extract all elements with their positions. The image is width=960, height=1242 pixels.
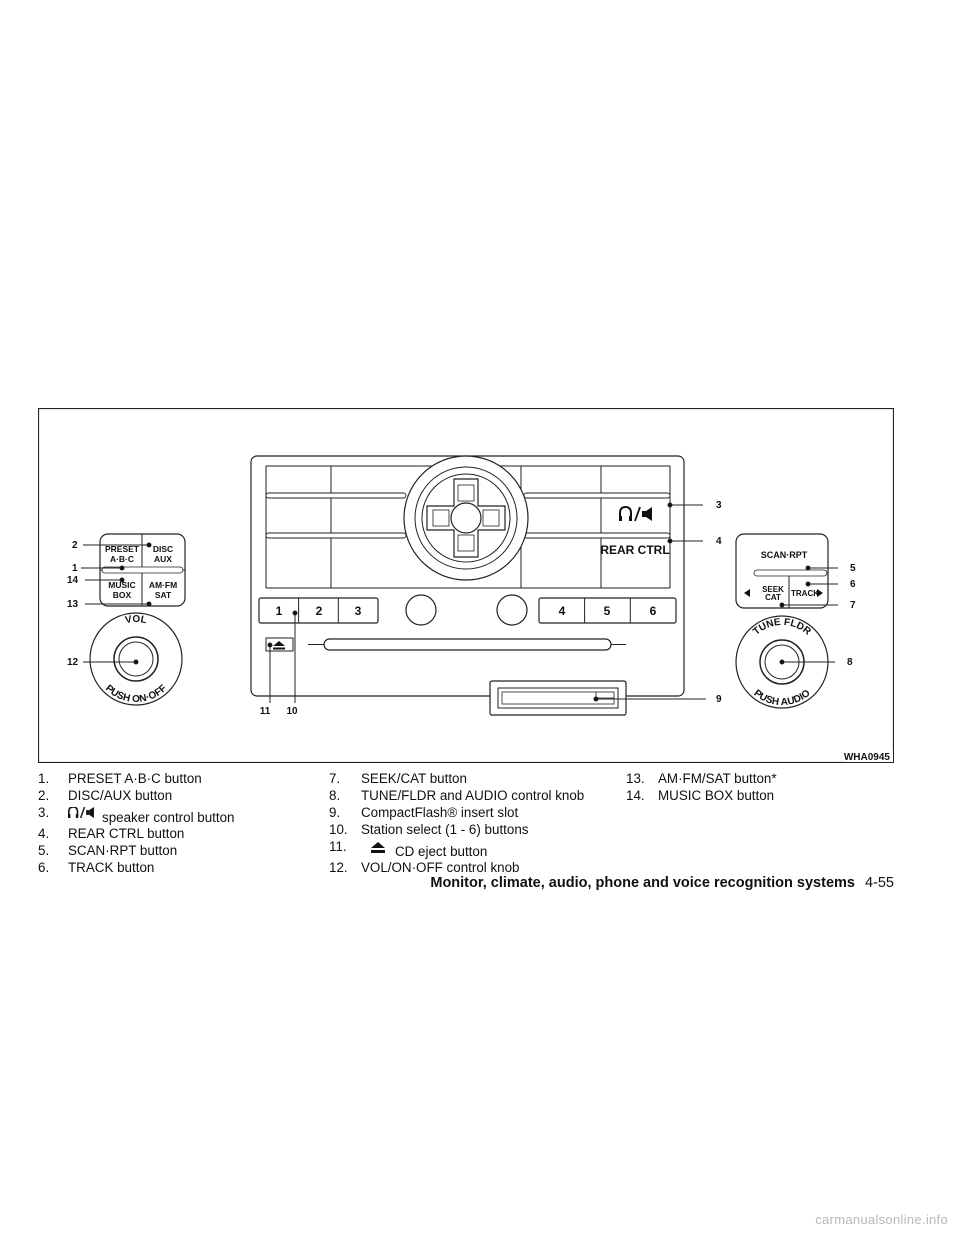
track-right-arrow-icon: [817, 589, 823, 597]
legend-item-1: 1.PRESET A·B·C button: [38, 771, 202, 786]
am-fm-sat-button[interactable]: AM·FM SAT: [149, 580, 177, 600]
svg-text:SAT: SAT: [155, 590, 172, 600]
preset-button-5[interactable]: 5: [604, 604, 611, 618]
headphone-speaker-icon: [619, 505, 652, 522]
preset-button-4[interactable]: 4: [559, 604, 566, 618]
callout-lines: [81, 502, 838, 703]
callout-10: 10: [286, 706, 298, 717]
music-box-button[interactable]: MUSIC BOX: [108, 580, 135, 600]
cd-slot: [308, 638, 626, 651]
round-button-left[interactable]: [405, 594, 437, 626]
svg-text:AUX: AUX: [154, 554, 172, 564]
svg-text:A·B·C: A·B·C: [110, 554, 134, 564]
legend-column-1: 1.PRESET A·B·C button 2.DISC/AUX button …: [38, 770, 235, 876]
svg-text:AM·FM: AM·FM: [149, 580, 177, 590]
audio-unit-diagram: WHA0945 PRESET A·B·C DISC AUX MUSIC BOX …: [38, 408, 894, 763]
callout-1: 1: [72, 563, 78, 574]
eject-icon: [361, 838, 395, 857]
callout-7: 7: [850, 600, 856, 611]
preset-button-6[interactable]: 6: [650, 604, 657, 618]
legend-item-8: 8.TUNE/FLDR and AUDIO control knob: [329, 788, 585, 803]
disc-aux-button[interactable]: DISC AUX: [153, 544, 173, 564]
callout-6: 6: [850, 579, 856, 590]
legend-item-13: 13.AM·FM/SAT button*: [626, 771, 777, 786]
legend-column-2: 7.SEEK/CAT button 8.TUNE/FLDR and AUDIO …: [329, 770, 584, 876]
page-footer: Monitor, climate, audio, phone and voice…: [430, 875, 894, 891]
svg-text:MUSIC: MUSIC: [108, 580, 135, 590]
legend-item-2: 2.DISC/AUX button: [38, 788, 173, 803]
volume-knob[interactable]: VOL PUSH ON·OFF: [89, 612, 183, 706]
callout-14: 14: [67, 575, 79, 586]
legend-item-11: 11.CD eject button: [329, 838, 488, 859]
right-button-cluster: SCAN·RPT SEEK CAT TRACK: [735, 533, 829, 609]
legend-item-5: 5.SCAN·RPT button: [38, 843, 178, 858]
legend-item-7: 7.SEEK/CAT button: [329, 771, 467, 786]
legend-item-3: 3.speaker control button: [38, 804, 235, 825]
svg-text:BOX: BOX: [113, 590, 132, 600]
preset-button-3[interactable]: 3: [355, 604, 362, 618]
seek-left-arrow-icon: [744, 589, 750, 597]
callout-5: 5: [850, 563, 856, 574]
figure-frame: [38, 408, 894, 763]
callout-numbers: 2 1 14 13 12 3 4 9 11 10 5 6 7 8: [67, 500, 856, 717]
preset-button-2[interactable]: 2: [316, 604, 323, 618]
legend-item-9: 9.CompactFlash® insert slot: [329, 805, 519, 820]
legend-item-6: 6.TRACK button: [38, 860, 155, 875]
svg-text:PRESET: PRESET: [105, 544, 140, 554]
callout-11: 11: [260, 706, 271, 717]
headphone-speaker-icon: [68, 804, 102, 822]
figure-code-tag: WHA0945: [844, 750, 893, 763]
scan-rpt-button[interactable]: SCAN·RPT: [761, 550, 808, 560]
svg-text:SEEK: SEEK: [762, 585, 784, 594]
svg-text:TRACK: TRACK: [791, 589, 819, 598]
callout-2: 2: [72, 540, 78, 551]
legend-item-14: 14.MUSIC BOX button: [626, 788, 775, 803]
legend-item-10: 10.Station select (1 - 6) buttons: [329, 822, 529, 837]
figure-code: WHA0945: [844, 752, 891, 763]
compactflash-slot: [489, 680, 627, 716]
track-button[interactable]: TRACK: [791, 589, 823, 598]
callout-12: 12: [67, 657, 79, 668]
legend-item-4: 4.REAR CTRL button: [38, 826, 185, 841]
preset-button-1[interactable]: 1: [276, 604, 283, 618]
svg-text:SCAN·RPT: SCAN·RPT: [761, 550, 808, 560]
eject-icon: [273, 641, 285, 650]
svg-text:VOL: VOL: [124, 614, 147, 626]
seek-cat-button[interactable]: SEEK CAT: [744, 585, 784, 602]
svg-text:CAT: CAT: [765, 593, 781, 602]
rear-ctrl-button[interactable]: REAR CTRL: [600, 543, 669, 557]
left-button-cluster: PRESET A·B·C DISC AUX MUSIC BOX AM·FM SA…: [99, 533, 186, 607]
legend-item-12: 12.VOL/ON·OFF control knob: [329, 860, 520, 875]
navigation-dial[interactable]: [403, 455, 529, 581]
callout-13: 13: [67, 599, 79, 610]
station-preset-buttons: 1 2 3 4 5 6: [258, 597, 677, 624]
callout-8: 8: [847, 657, 853, 668]
callout-9: 9: [716, 694, 722, 705]
watermark: carmanualsonline.info: [815, 1212, 948, 1227]
legend-column-3: 13.AM·FM/SAT button* 14.MUSIC BOX button: [626, 770, 777, 804]
cd-eject-button[interactable]: [265, 637, 294, 652]
svg-text:REAR CTRL: REAR CTRL: [600, 543, 669, 557]
round-button-right[interactable]: [496, 594, 528, 626]
speaker-control-button[interactable]: [619, 505, 652, 522]
callout-3: 3: [716, 500, 722, 511]
section-title: Monitor, climate, audio, phone and voice…: [430, 875, 855, 891]
page-number: 4-55: [864, 875, 894, 891]
preset-abc-button[interactable]: PRESET A·B·C: [105, 544, 140, 564]
svg-text:DISC: DISC: [153, 544, 173, 554]
callout-4: 4: [716, 536, 722, 547]
